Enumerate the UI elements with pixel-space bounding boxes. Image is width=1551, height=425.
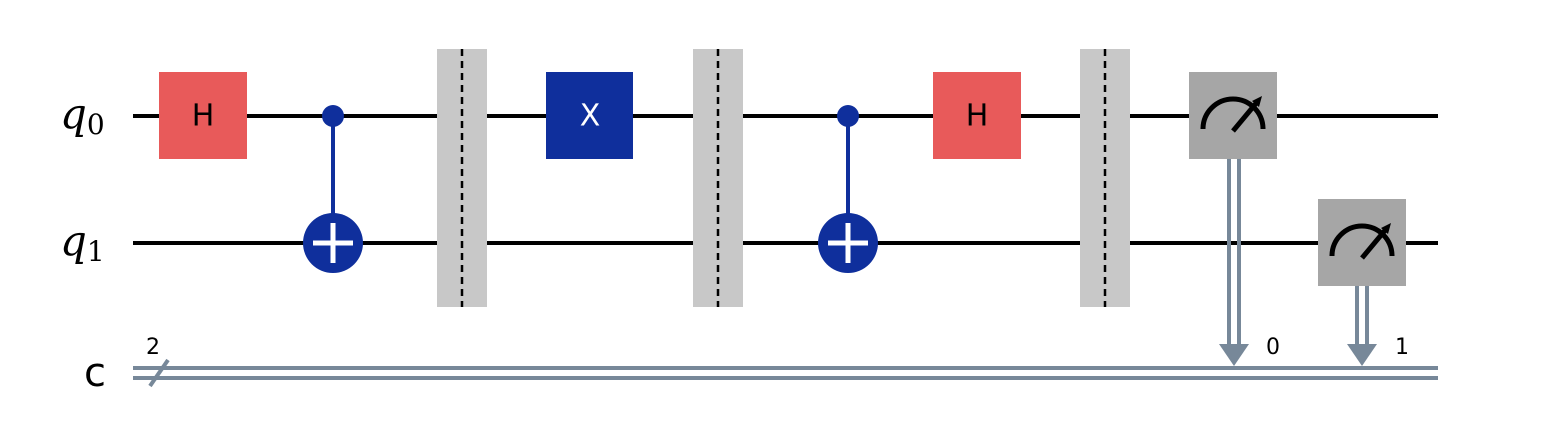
- wire-q1-name: q: [60, 216, 87, 265]
- wire-label-c: c: [84, 350, 106, 396]
- barrier-3: [1080, 49, 1130, 307]
- measure-q1: 1: [1318, 199, 1409, 366]
- h-gate-2: H: [933, 72, 1021, 159]
- svg-text:q1: q1: [60, 216, 105, 268]
- wire-label-q1: q1: [60, 216, 105, 268]
- meter-icon: [1329, 223, 1395, 260]
- wire-q0-index: 0: [87, 108, 105, 141]
- wire-q0-name: q: [60, 89, 87, 138]
- control-dot-1: [322, 105, 344, 127]
- clbit-label-0: 0: [1266, 335, 1280, 360]
- meter-icon: [1200, 96, 1266, 133]
- bus-width-label: 2: [146, 335, 160, 360]
- svg-text:q0: q0: [60, 89, 105, 141]
- cnot-gate-2: [818, 105, 878, 273]
- h-gate-1-label: H: [192, 99, 215, 134]
- wire-label-q0: q0: [60, 89, 105, 141]
- control-dot-2: [837, 105, 859, 127]
- bus-width-slash: [148, 358, 170, 388]
- barrier-1: [437, 49, 487, 307]
- measure-q0: 0: [1189, 72, 1280, 366]
- cnot-gate-1: [303, 105, 363, 273]
- wire-q1-index: 1: [87, 235, 105, 268]
- h-gate-1: H: [159, 72, 247, 159]
- x-gate: X: [546, 72, 633, 159]
- h-gate-2-label: H: [966, 99, 989, 134]
- classical-wire-c: [133, 366, 1438, 380]
- clbit-label-1: 1: [1395, 335, 1409, 360]
- x-gate-label: X: [580, 99, 601, 134]
- barrier-2: [693, 49, 743, 307]
